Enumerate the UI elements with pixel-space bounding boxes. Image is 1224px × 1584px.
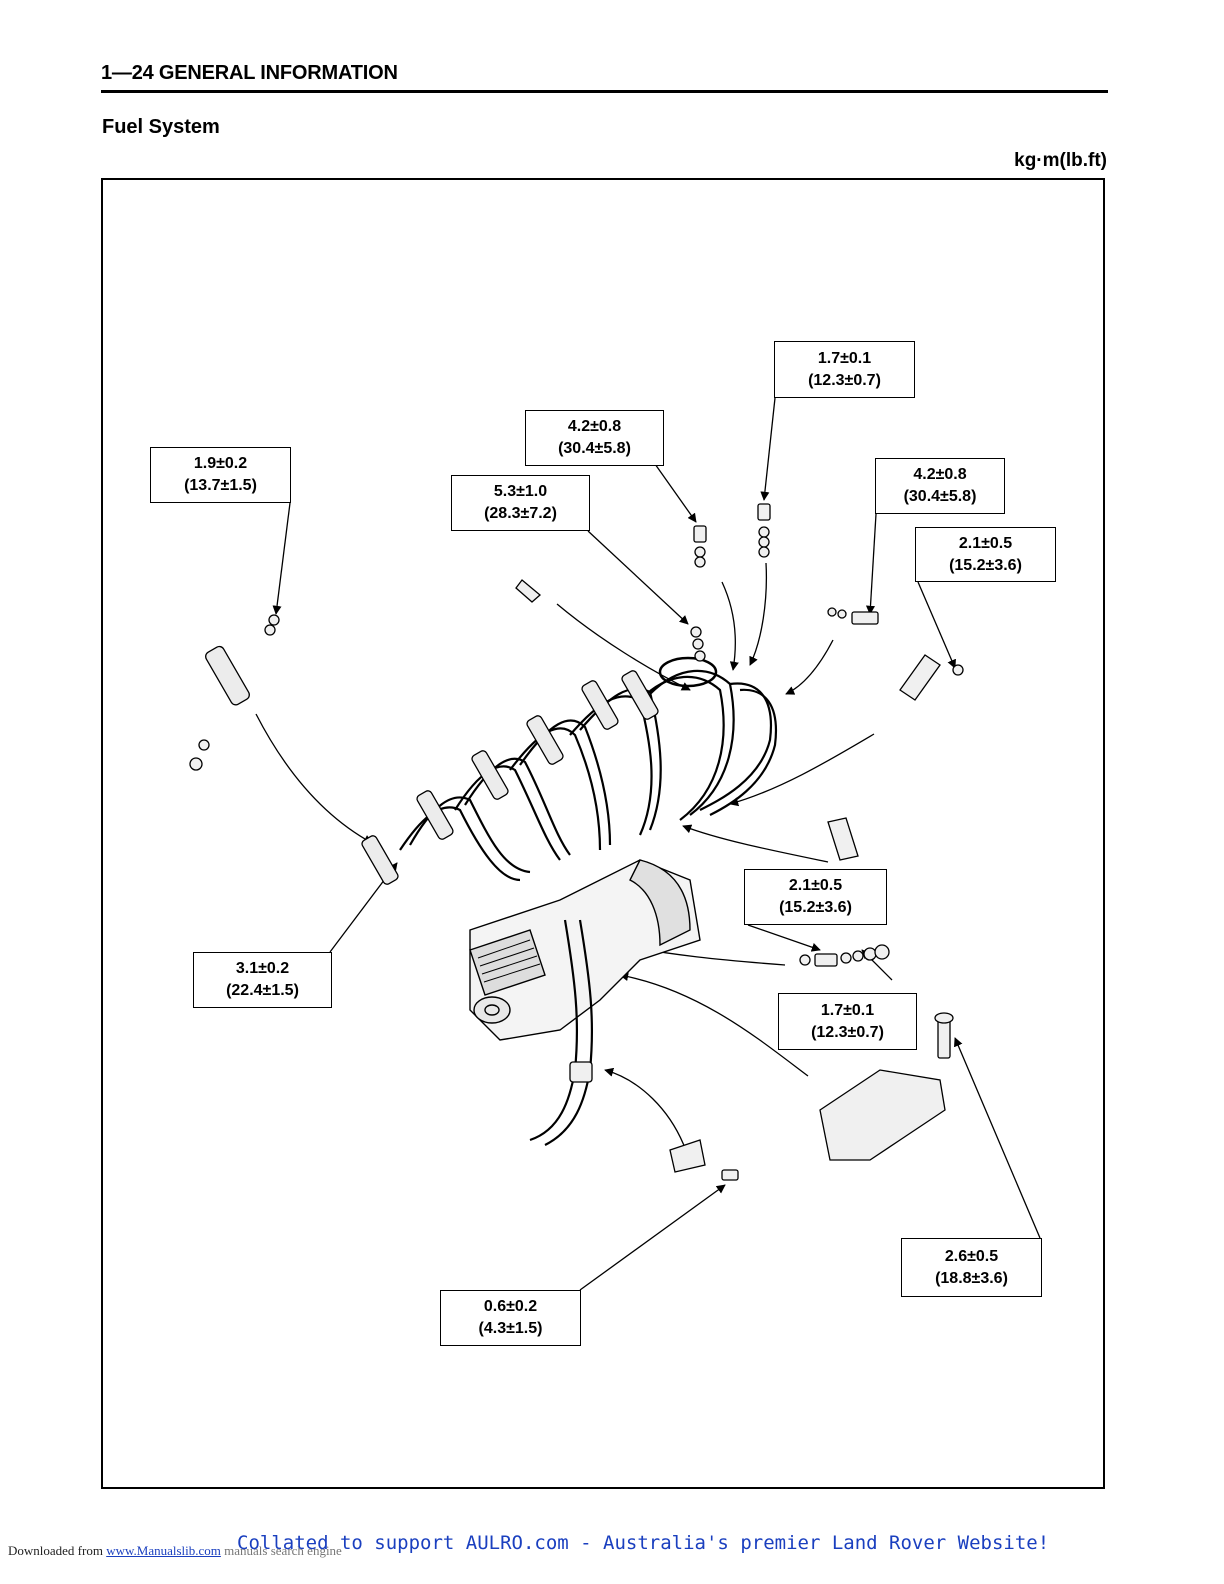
torque-metric: 1.9±0.2 <box>193 455 248 472</box>
manualslib-link[interactable]: www.Manualslib.com <box>106 1543 221 1558</box>
torque-callout: 1.7±0.1 (12.3±0.7) <box>778 993 917 1050</box>
torque-callout: 1.7±0.1 (12.3±0.7) <box>774 341 915 398</box>
torque-callout: 4.2±0.8 (30.4±5.8) <box>525 410 664 466</box>
download-prefix: Downloaded from <box>8 1543 103 1558</box>
torque-callout: 5.3±1.0 (28.3±7.2) <box>451 475 590 531</box>
torque-imperial: (30.4±5.8) <box>558 440 631 457</box>
torque-imperial: (15.2±3.6) <box>949 556 1022 574</box>
torque-callout: 4.2±0.8 (30.4±5.8) <box>875 458 1005 514</box>
torque-callout: 0.6±0.2 (4.3±1.5) <box>440 1290 581 1346</box>
injector-nozzles <box>205 645 659 885</box>
torque-metric: 1.7±0.1 <box>817 349 872 367</box>
torque-metric: 5.3±1.0 <box>493 483 548 500</box>
torque-imperial: (30.4±5.8) <box>903 488 977 505</box>
torque-callout: 2.1±0.5 (15.2±3.6) <box>744 869 887 925</box>
small-parts <box>189 503 964 1181</box>
download-suffix: manuals search engine <box>224 1543 342 1558</box>
torque-callout: 3.1±0.2 (22.4±1.5) <box>193 952 332 1008</box>
torque-imperial: (12.3±0.7) <box>808 371 881 389</box>
torque-metric: 4.2±0.8 <box>913 466 967 483</box>
torque-metric: 3.1±0.2 <box>235 960 290 977</box>
torque-metric: 2.1±0.5 <box>788 877 843 894</box>
torque-imperial: (13.7±1.5) <box>184 477 257 494</box>
torque-callout: 1.9±0.2 (13.7±1.5) <box>150 447 291 503</box>
diagram-frame <box>101 178 1105 1489</box>
section-title: Fuel System <box>102 116 220 138</box>
torque-metric: 1.7±0.1 <box>820 1001 875 1019</box>
torque-metric: 2.1±0.5 <box>958 534 1013 552</box>
header-rule <box>101 90 1108 93</box>
torque-imperial: (12.3±0.7) <box>811 1023 884 1041</box>
torque-imperial: (28.3±7.2) <box>484 505 557 522</box>
torque-imperial: (22.4±1.5) <box>226 982 299 999</box>
unit-label: kg·m(lb.ft) <box>1014 150 1107 171</box>
torque-metric: 2.6±0.5 <box>944 1247 999 1265</box>
torque-callout: 2.1±0.5 (15.2±3.6) <box>915 527 1056 582</box>
torque-imperial: (15.2±3.6) <box>779 899 852 916</box>
torque-metric: 0.6±0.2 <box>483 1298 538 1315</box>
download-footer: Downloaded from www.Manualslib.com manua… <box>8 1543 342 1559</box>
leader-lines <box>255 397 1041 1291</box>
torque-imperial: (18.8±3.6) <box>935 1269 1008 1287</box>
torque-metric: 4.2±0.8 <box>567 418 622 435</box>
page-header: 1—24 GENERAL INFORMATION <box>101 62 398 84</box>
collated-footer: Collated to support AULRO.com - Australi… <box>237 1532 1050 1554</box>
torque-imperial: (4.3±1.5) <box>478 1320 543 1337</box>
torque-callout: 2.6±0.5 (18.8±3.6) <box>901 1238 1042 1297</box>
